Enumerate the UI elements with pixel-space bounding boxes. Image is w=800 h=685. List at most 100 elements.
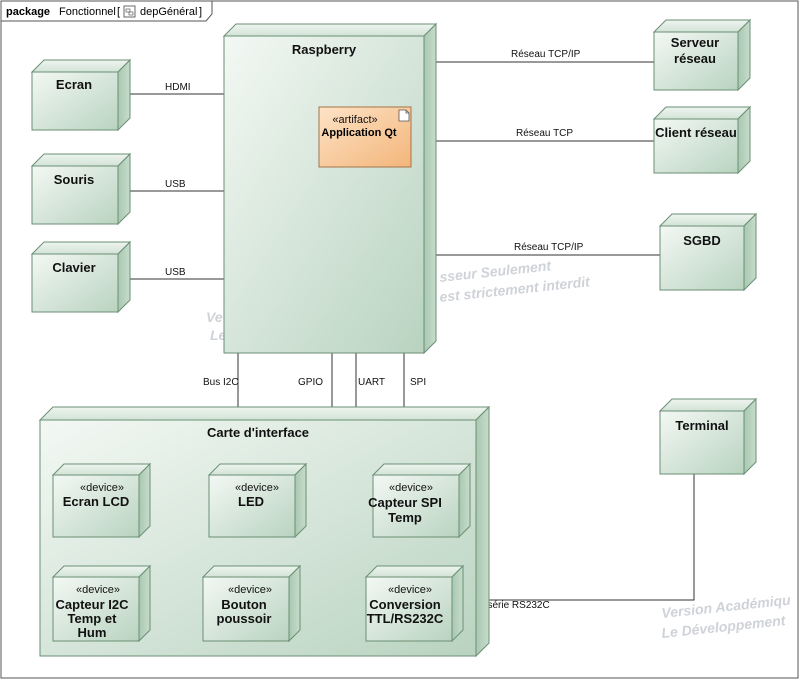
node-raspberry[interactable] <box>222 22 438 355</box>
frame-tab <box>1 1 213 22</box>
frame-bracket-close: ] <box>199 6 202 18</box>
node-front-face <box>365 576 453 642</box>
device-stereotype: «device» <box>235 482 279 494</box>
node-side-face <box>288 564 301 643</box>
device-title-capteur-spi: Capteur SPI <box>368 495 442 510</box>
node-client-reseau[interactable] <box>652 105 752 175</box>
artifact-application-qt[interactable] <box>318 106 412 168</box>
node-side-face <box>294 462 307 539</box>
frame-bracket-open: [ <box>117 6 120 18</box>
frame-name: Fonctionnel <box>59 6 116 18</box>
node-sgbd[interactable] <box>658 212 758 292</box>
node-side-face <box>475 405 490 658</box>
node-title-terminal: Terminal <box>675 418 728 433</box>
node-front-face <box>52 576 140 642</box>
node-title-clavier: Clavier <box>52 260 95 275</box>
node-top-face <box>652 106 752 120</box>
label-hdmi: HDMI <box>165 82 191 93</box>
node-side-face <box>423 22 437 355</box>
label-spi: SPI <box>410 377 426 388</box>
device-title-led: LED <box>238 494 264 509</box>
node-title-raspberry: Raspberry <box>292 42 357 57</box>
node-title-ecran: Ecran <box>56 77 92 92</box>
label-gpio: GPIO <box>298 377 323 388</box>
node-side-face <box>743 397 757 476</box>
label-tcp-client: Réseau TCP <box>516 128 573 139</box>
device-stereotype: «device» <box>228 584 272 596</box>
device-capteur-spi[interactable] <box>371 462 472 539</box>
diagram-icon <box>123 5 136 18</box>
device-ecran-lcd[interactable] <box>51 462 152 539</box>
node-top-face <box>364 565 465 578</box>
node-side-face <box>117 58 131 132</box>
label-tcpip-sgbd: Réseau TCP/IP <box>514 242 584 253</box>
artifact-stereotype: «artifact» <box>332 114 377 126</box>
node-side-face <box>451 564 464 643</box>
node-front-face <box>31 253 119 313</box>
watermark-line: Le <box>210 327 227 343</box>
frame-keyword: package <box>6 6 50 18</box>
node-top-face <box>658 213 758 227</box>
label-usb-souris: USB <box>165 179 186 190</box>
node-souris[interactable] <box>30 152 132 226</box>
label-tcpip-serveur: Réseau TCP/IP <box>511 49 581 60</box>
node-title-client: Client réseau <box>655 125 737 140</box>
node-front-face <box>653 31 739 91</box>
device-title-conversion-2: TTL/RS232C <box>367 611 444 626</box>
node-side-face <box>117 240 131 314</box>
node-top-face <box>652 19 752 33</box>
artifact-icon <box>398 109 410 122</box>
device-conversion[interactable] <box>364 564 465 643</box>
node-front-face <box>659 410 745 475</box>
device-stereotype: «device» <box>388 584 432 596</box>
node-side-face <box>737 105 751 175</box>
device-bouton-poussoir[interactable] <box>201 564 302 643</box>
node-front-face <box>208 474 296 538</box>
node-title-serveur-2: réseau <box>674 51 716 66</box>
device-title-capteur-i2c-3: Hum <box>78 625 107 640</box>
node-front-face <box>372 474 460 538</box>
node-top-face <box>30 241 132 255</box>
node-serveur-reseau[interactable] <box>652 18 752 92</box>
node-ecran[interactable] <box>30 58 132 132</box>
node-side-face <box>743 212 757 292</box>
device-stereotype: «device» <box>76 584 120 596</box>
node-title-carte: Carte d'interface <box>207 425 309 440</box>
device-title-bouton: Bouton <box>221 597 267 612</box>
node-top-face <box>51 565 152 578</box>
artifact-name: Application Qt <box>321 127 397 139</box>
node-top-face <box>658 398 758 412</box>
node-side-face <box>138 462 151 539</box>
node-side-face <box>737 18 751 92</box>
node-title-sgbd: SGBD <box>683 233 721 248</box>
node-side-face <box>458 462 471 539</box>
node-side-face <box>117 152 131 226</box>
node-front-face <box>653 118 739 174</box>
node-terminal[interactable] <box>658 397 758 476</box>
node-top-face <box>38 406 491 421</box>
frame-diagram-name: depGénéral <box>140 6 198 18</box>
device-title-ecran-lcd: Ecran LCD <box>63 494 129 509</box>
device-title-capteur-i2c-2: Temp et <box>68 611 118 626</box>
device-title-conversion: Conversion <box>369 597 441 612</box>
node-front-face <box>31 165 119 225</box>
node-clavier[interactable] <box>30 240 132 314</box>
watermark-line: Ve <box>206 309 223 325</box>
label-bus-i2c: Bus I2C <box>203 377 239 388</box>
node-front-face <box>659 225 745 291</box>
node-top-face <box>30 153 132 167</box>
node-top-face <box>51 463 152 476</box>
label-uart: UART <box>358 377 385 388</box>
node-front-face <box>223 35 425 354</box>
node-title-souris: Souris <box>54 172 94 187</box>
node-front-face <box>52 474 140 538</box>
node-top-face <box>207 463 308 476</box>
device-title-bouton-2: poussoir <box>217 611 272 626</box>
node-top-face <box>371 463 472 476</box>
label-rs232: Liaison série RS232C <box>453 600 550 611</box>
node-side-face <box>138 564 151 643</box>
device-led[interactable] <box>207 462 308 539</box>
device-capteur-i2c[interactable] <box>51 564 152 643</box>
node-front-face <box>202 576 290 642</box>
label-usb-clavier: USB <box>165 267 186 278</box>
